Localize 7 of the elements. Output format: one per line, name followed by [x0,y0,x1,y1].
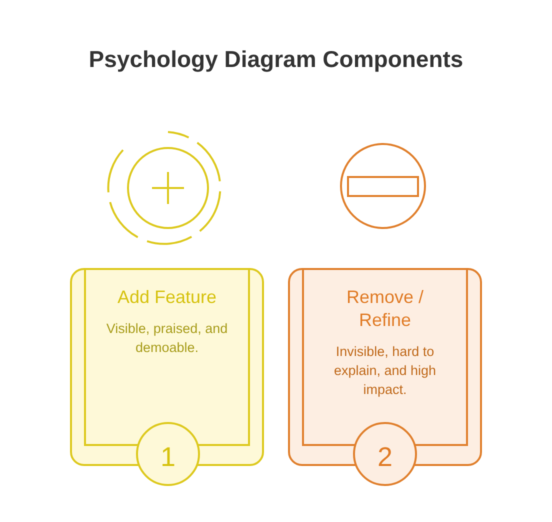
card-description: Visible, praised, and demoable. [105,320,229,357]
title: Psychology Diagram Components [88,46,464,73]
card-description: Invisible, hard to explain, and high impact. [332,343,438,399]
feature-card [288,268,482,466]
card-heading: Remove / Refine [345,286,425,332]
card-heading: Add Feature [116,286,218,309]
feature-card [70,268,264,466]
